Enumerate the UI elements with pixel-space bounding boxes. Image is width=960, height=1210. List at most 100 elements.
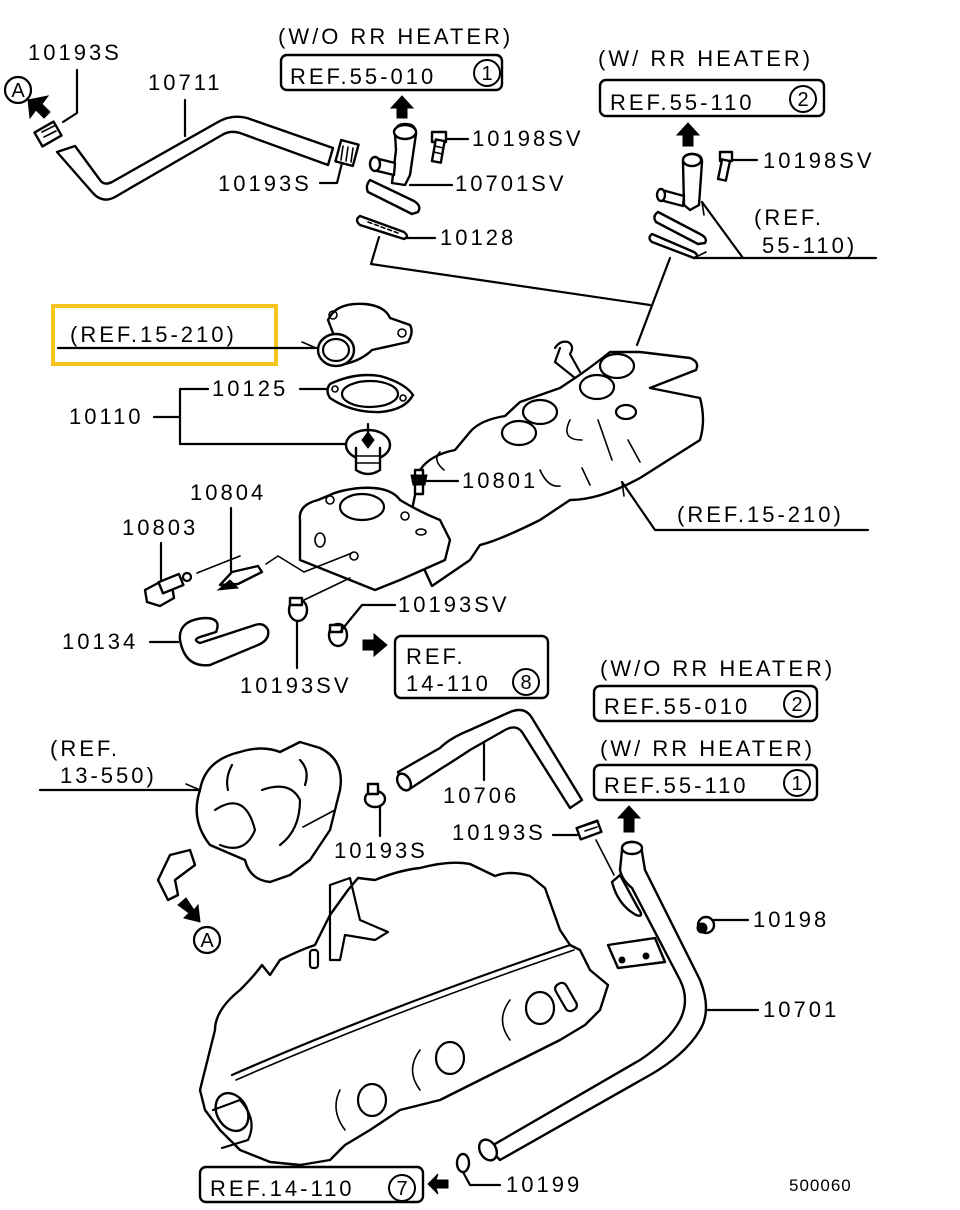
part-label-10711[interactable]: 10711: [148, 70, 223, 95]
part-label-10193sv[interactable]: 10193SV: [398, 592, 510, 617]
part-label-10134[interactable]: 10134: [62, 629, 138, 654]
condition-note: (W/O RR HEATER): [278, 24, 513, 49]
connector-circle-icon: [3, 75, 33, 105]
leader-10193s-a: [61, 68, 79, 124]
ref-note-line2[interactable]: 55-110): [762, 233, 857, 258]
gasket-10128: [355, 214, 409, 241]
o-ring-10199: [455, 1152, 471, 1174]
hose-10711: [55, 115, 335, 201]
ref-box-text: REF.55-010: [290, 64, 436, 89]
hose-clamp-10193s-a: [33, 120, 63, 148]
thermostat-10110: [344, 422, 392, 476]
connector-circle-icon: [192, 925, 222, 955]
bracket: [606, 936, 667, 970]
arrow-up-icon: [675, 122, 701, 147]
sensor-10801: [410, 468, 428, 496]
hose-clamp-10193s-b: [334, 138, 360, 168]
intake-plenum: [198, 861, 610, 1167]
clamp-guide-line: [595, 839, 615, 876]
ref-box-line2: 14-110: [406, 671, 491, 696]
part-label-10706[interactable]: 10706: [443, 783, 519, 808]
ref-box-55-110-1[interactable]: REF.55-110 1: [592, 763, 819, 802]
bolt-10198: [696, 915, 716, 935]
part-label-10193sv[interactable]: 10193SV: [240, 673, 352, 698]
arrow-up-icon: [389, 95, 415, 119]
ref-box-text: REF.55-110: [610, 90, 755, 115]
ref-note-line2[interactable]: 13-550): [60, 763, 157, 788]
bolt-10198sv-b: [716, 150, 734, 182]
ref-note-line1[interactable]: (REF.: [50, 736, 120, 761]
connector-letter: A: [200, 930, 214, 952]
circled-number: 8: [520, 672, 531, 694]
hose-clamp-10193s-c: [363, 782, 387, 809]
circled-number: 7: [396, 1178, 407, 1200]
condition-note: (W/ RR HEATER): [598, 46, 813, 71]
ref-box-55-110-2[interactable]: REF.55-110 2: [598, 78, 826, 118]
condition-note: (W/ RR HEATER): [600, 736, 815, 761]
ref-box-55-010-1[interactable]: REF.55-010 1: [279, 53, 504, 92]
sensor-10803: [143, 571, 193, 608]
arrow-up-left-icon: [27, 95, 51, 120]
leader-group-to-manifold: [369, 235, 652, 307]
arrow-head-icon: [701, 201, 705, 216]
part-label-10199[interactable]: 10199: [506, 1172, 582, 1197]
throttle-body: [156, 740, 342, 902]
part-label-10801[interactable]: 10801: [462, 468, 538, 493]
ref-box-14-110-8[interactable]: REF. 14-110 8: [393, 634, 550, 700]
part-label-10198sv[interactable]: 10198SV: [763, 148, 875, 173]
thermostat-housing: [316, 302, 413, 368]
circled-number-icon: [789, 85, 817, 113]
circled-number: 2: [791, 694, 802, 716]
circled-number: 1: [791, 773, 802, 795]
figure-code: 500060: [789, 1176, 852, 1195]
leader-10199: [461, 1170, 502, 1187]
sensor-guide-line: [265, 552, 353, 573]
part-label-10193s[interactable]: 10193S: [28, 40, 122, 65]
arrow-down-left-icon: [427, 1173, 449, 1195]
part-label-10128[interactable]: 10128: [440, 225, 516, 250]
leader-group-to-manifold: [635, 256, 672, 347]
circled-number: 2: [797, 89, 808, 111]
water-outlet-rr-heater: [653, 152, 708, 246]
clamp-guide-line: [302, 809, 336, 828]
part-label-10193s[interactable]: 10193S: [218, 171, 312, 196]
ref-box-55-010-2[interactable]: REF.55-010 2: [592, 684, 819, 723]
highlight-box: [51, 304, 278, 366]
ref-note-line1[interactable]: (REF.: [754, 205, 824, 230]
part-label-10198[interactable]: 10198: [753, 907, 829, 932]
ref-box-text: REF.14-110: [210, 1176, 355, 1201]
water-pipe-10701: [486, 840, 708, 1162]
ref-leader: [700, 200, 745, 260]
part-label-10193s[interactable]: 10193S: [334, 838, 428, 863]
ref-note-manifold[interactable]: (REF.15-210): [677, 502, 844, 527]
arrow-head-icon: [185, 783, 201, 791]
part-label-10803[interactable]: 10803: [122, 515, 198, 540]
intake-manifold: [408, 340, 705, 588]
pipe-end: [477, 1138, 499, 1162]
part-label-10701sv[interactable]: 10701SV: [455, 171, 567, 196]
part-label-10804[interactable]: 10804: [190, 480, 266, 505]
circled-number-icon: [473, 59, 501, 87]
leader-10193s-b: [318, 161, 344, 185]
connector-letter: A: [11, 80, 25, 102]
circled-number-icon: [512, 668, 540, 696]
part-label-10125[interactable]: 10125: [212, 376, 288, 401]
connector-a-bottom[interactable]: A: [192, 925, 222, 955]
water-passage-body: [298, 486, 452, 592]
connector-a-top[interactable]: A: [3, 75, 33, 105]
part-label-10198sv[interactable]: 10198SV: [472, 126, 584, 151]
circled-number-icon: [388, 1174, 416, 1202]
part-label-10701[interactable]: 10701: [763, 997, 839, 1022]
ref-box-line1: REF.: [406, 644, 466, 669]
ref-box-14-110-7[interactable]: REF.14-110 7: [198, 1165, 425, 1204]
part-label-10110[interactable]: 10110: [69, 404, 144, 429]
clamp-guide-line: [303, 577, 351, 601]
water-outlet-10701sv: [365, 122, 421, 216]
ref-note-highlighted[interactable]: (REF.15-210): [70, 322, 237, 347]
bolt-10198sv-a: [430, 130, 448, 164]
part-label-10193s[interactable]: 10193S: [452, 820, 546, 845]
hose-clamp-10193sv-a: [287, 596, 309, 623]
circled-number-icon: [783, 690, 811, 718]
arrow-head-icon: [621, 481, 625, 497]
